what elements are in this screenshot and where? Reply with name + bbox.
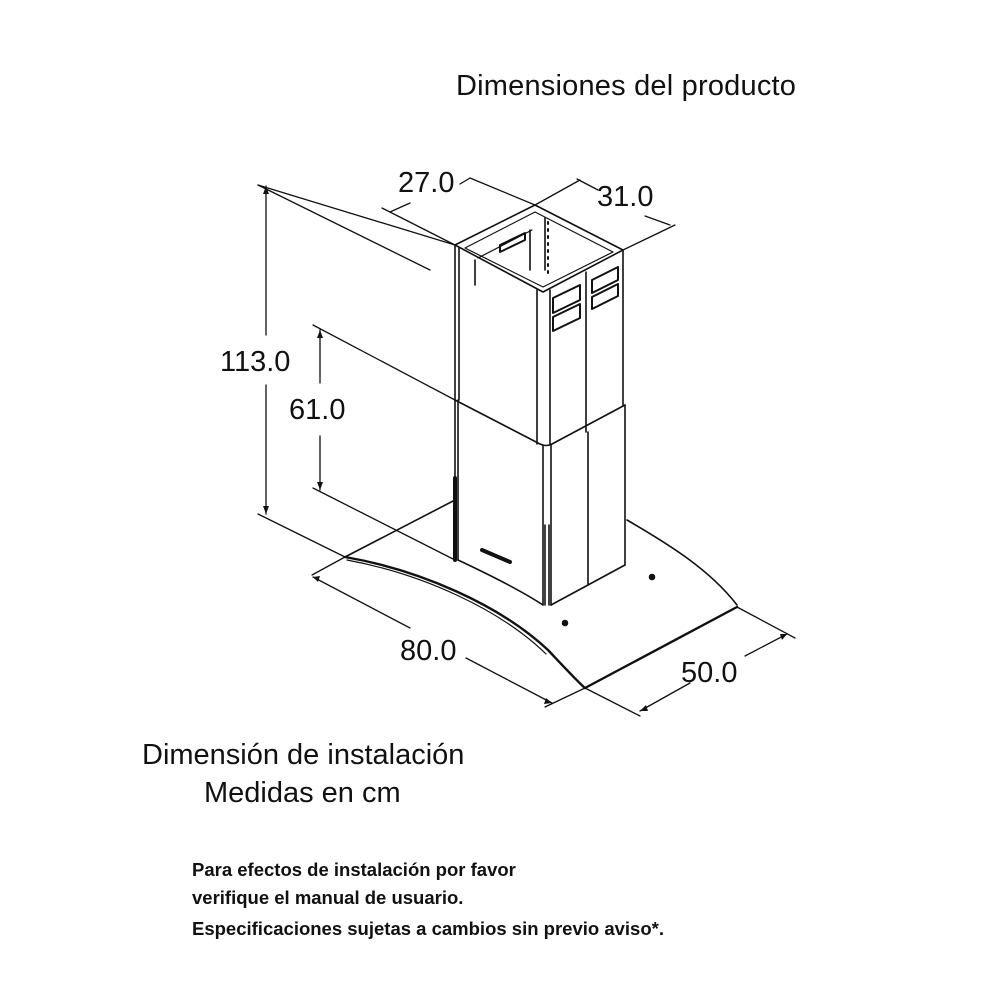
hood-canopy [343, 499, 739, 690]
chimney-width-label: 31.0 [597, 181, 653, 213]
note-line-2: verifique el manual de usuario. [192, 887, 464, 908]
total-height-label: 113.0 [220, 346, 290, 378]
note-line-1: Para efectos de instalación por favor [192, 859, 516, 880]
installation-caption-line1: Dimensión de instalación [142, 739, 465, 771]
disclaimer-notes: Para efectos de instalación por favor ve… [192, 856, 664, 943]
upper-chimney [454, 204, 624, 445]
lower-chimney [453, 399, 626, 606]
installation-caption: Dimensión de instalación Medidas en cm [142, 736, 464, 812]
units-caption: Medidas en cm [204, 777, 401, 809]
lower-chimney-height-label: 61.0 [289, 394, 345, 426]
hood-width-label: 80.0 [400, 635, 456, 667]
note-line-3: Especificaciones sujetas a cambios sin p… [192, 918, 664, 939]
chimney-depth-label: 27.0 [398, 167, 454, 199]
hood-depth-label: 50.0 [681, 657, 737, 689]
dimension-lines [257, 177, 796, 717]
product-dimensions-title: Dimensiones del producto [456, 70, 797, 102]
